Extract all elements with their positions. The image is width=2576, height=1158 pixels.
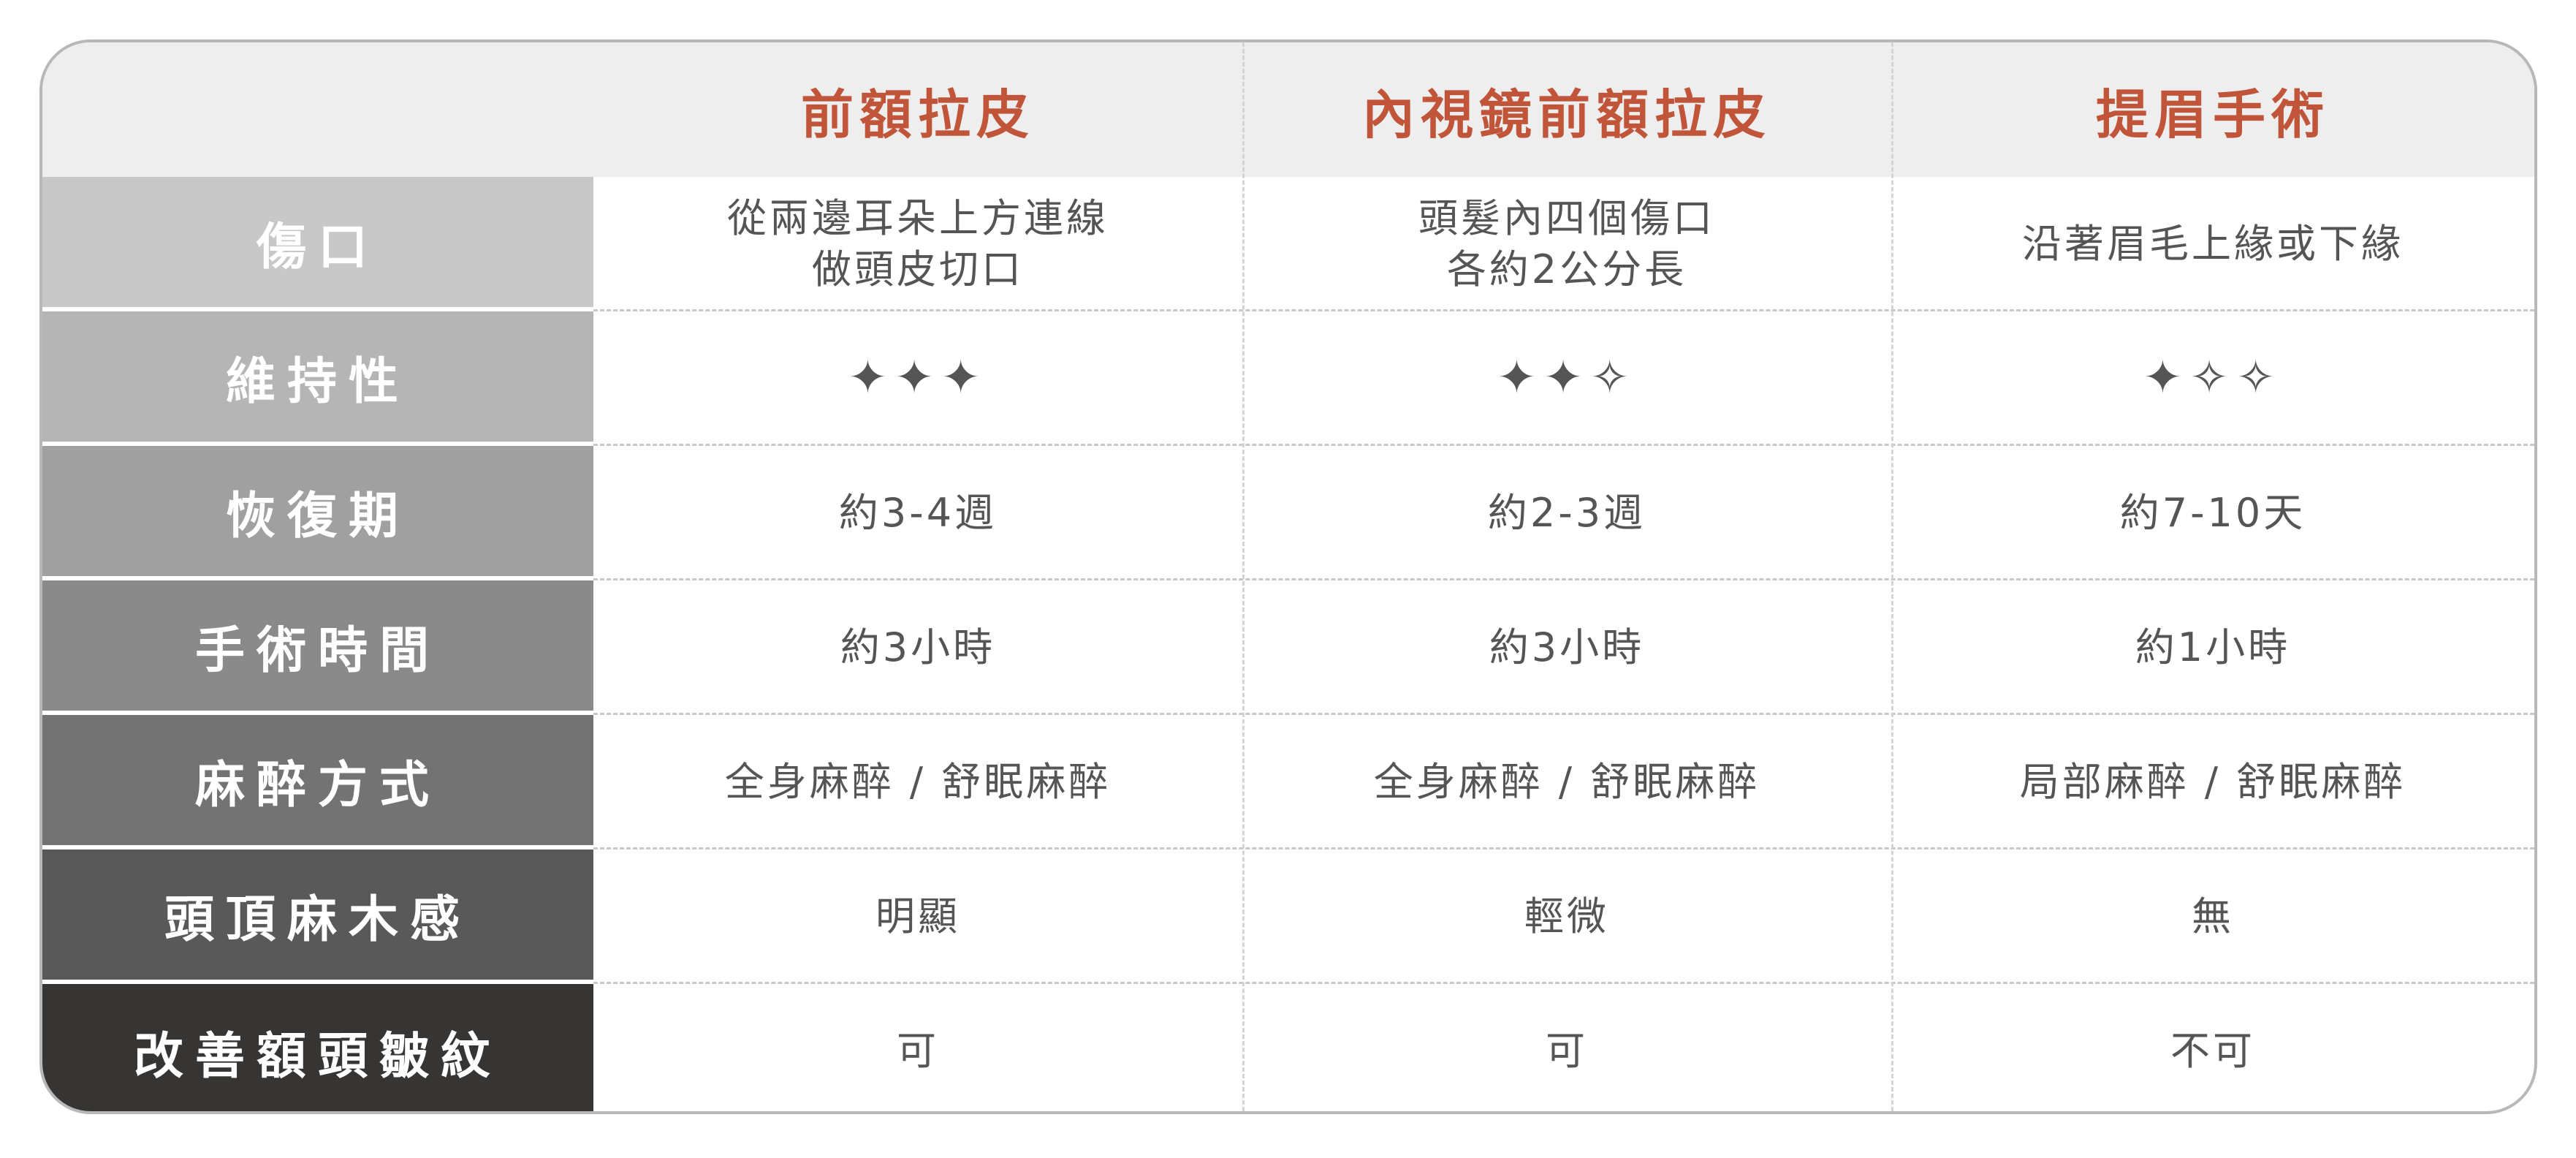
row-divider [593, 847, 2534, 849]
star-rating: ✦✧✧ [2143, 351, 2283, 406]
table-cell: 約2-3週 [1487, 489, 1646, 536]
row-label: 傷口 [42, 177, 593, 307]
row-divider [593, 309, 2534, 311]
table-row: 傷口 從兩邊耳朵上方連線 做頭皮切口 頭髮內四個傷口 各約2公分長 沿著眉毛上緣或下緣 [42, 177, 2534, 311]
row-label: 手術時間 [42, 580, 593, 711]
table-cell: 不可 [2170, 1027, 2255, 1074]
column-divider [1242, 42, 1245, 1111]
column-divider [1891, 42, 1893, 1111]
table-row: 頭頂麻木感 明顯 輕微 無 [42, 849, 2534, 984]
table-row: 手術時間 約3小時 約3小時 約1小時 [42, 580, 2534, 715]
row-divider [593, 444, 2534, 446]
table-cell: 可 [897, 1027, 939, 1074]
table-cell: 明顯 [875, 893, 960, 939]
star-rating: ✦✦✧ [1497, 351, 1637, 406]
table-cell: 約1小時 [2135, 624, 2291, 670]
row-divider [593, 713, 2534, 715]
table-cell: 局部麻醉 / 舒眠麻醉 [2019, 758, 2406, 805]
comparison-table: 前額拉皮 內視鏡前額拉皮 提眉手術 傷口 從兩邊耳朵上方連線 做頭皮切口 頭髮內四個… [39, 39, 2537, 1114]
table-cell: 全身麻醉 / 舒眠麻醉 [1373, 758, 1760, 805]
table-cell: 約3小時 [840, 624, 996, 670]
star-rating: ✦✦✦ [848, 351, 988, 406]
column-header-endoscopic-forehead-lift: 內視鏡前額拉皮 [1361, 83, 1771, 145]
row-divider [593, 578, 2534, 580]
table-cell: 無 [2192, 893, 2234, 939]
row-divider [593, 982, 2534, 984]
table-row: 改善額頭皺紋 可 可 不可 [42, 984, 2534, 1111]
column-header-brow-lift: 提眉手術 [2095, 83, 2330, 145]
column-header-forehead-lift: 前額拉皮 [800, 83, 1035, 145]
row-label: 頭頂麻木感 [42, 849, 593, 980]
row-label: 改善額頭皺紋 [42, 984, 593, 1111]
row-label: 恢復期 [42, 446, 593, 576]
table-cell: 可 [1546, 1027, 1588, 1074]
table-cell: 沿著眉毛上緣或下緣 [2022, 220, 2404, 267]
table-row: 恢復期 約3-4週 約2-3週 約7-10天 [42, 446, 2534, 580]
row-label: 麻醉方式 [42, 715, 593, 845]
table-cell: 輕微 [1524, 893, 1609, 939]
table-cell: 約3-4週 [838, 489, 998, 536]
table-cell: 約3小時 [1489, 624, 1645, 670]
table-cell: 約7-10天 [2119, 489, 2306, 536]
table-header: 前額拉皮 內視鏡前額拉皮 提眉手術 [42, 42, 2534, 177]
table-row: 麻醉方式 全身麻醉 / 舒眠麻醉 全身麻醉 / 舒眠麻醉 局部麻醉 / 舒眠麻醉 [42, 715, 2534, 849]
table-cell: 從兩邊耳朵上方連線 做頭皮切口 [727, 194, 1109, 292]
row-label: 維持性 [42, 311, 593, 442]
table-row: 維持性 ✦✦✦ ✦✦✧ ✦✧✧ [42, 311, 2534, 446]
table-cell: 頭髮內四個傷口 各約2公分長 [1418, 194, 1715, 292]
table-cell: 全身麻醉 / 舒眠麻醉 [724, 758, 1112, 805]
